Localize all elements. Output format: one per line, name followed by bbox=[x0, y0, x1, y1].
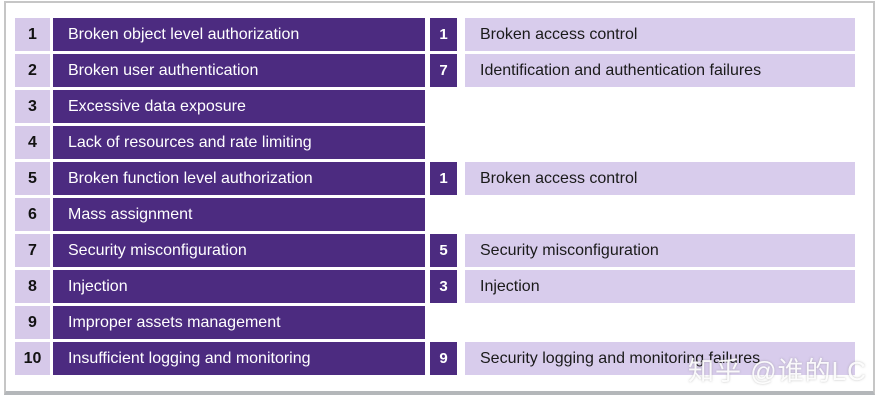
web-rank-cell: 1 bbox=[430, 18, 457, 51]
mapping-row: 8 Injection 3 Injection bbox=[15, 270, 855, 303]
api-item-bar: Improper assets management bbox=[53, 306, 425, 339]
api-item-bar: Insufficient logging and monitoring bbox=[53, 342, 425, 375]
web-item-bar: Injection bbox=[465, 270, 855, 303]
api-rank-cell: 2 bbox=[15, 54, 50, 87]
api-item-bar: Mass assignment bbox=[53, 198, 425, 231]
web-item-bar: Security logging and monitoring failures bbox=[465, 342, 855, 375]
mapping-row: 7 Security misconfiguration 5 Security m… bbox=[15, 234, 855, 267]
web-rank-cell: 3 bbox=[430, 270, 457, 303]
api-rank-cell: 3 bbox=[15, 90, 50, 123]
api-item-bar: Broken user authentication bbox=[53, 54, 425, 87]
api-item-bar: Broken function level authorization bbox=[53, 162, 425, 195]
mapping-row: 3 Excessive data exposure bbox=[15, 90, 855, 123]
api-rank-cell: 4 bbox=[15, 126, 50, 159]
mapping-row: 10 Insufficient logging and monitoring 9… bbox=[15, 342, 855, 375]
web-item-bar: Broken access control bbox=[465, 162, 855, 195]
mapping-row: 9 Improper assets management bbox=[15, 306, 855, 339]
mapping-row: 1 Broken object level authorization 1 Br… bbox=[15, 18, 855, 51]
web-rank-cell: 5 bbox=[430, 234, 457, 267]
web-rank-cell: 9 bbox=[430, 342, 457, 375]
web-rank-cell: 1 bbox=[430, 162, 457, 195]
api-rank-cell: 5 bbox=[15, 162, 50, 195]
mapping-table: 1 Broken object level authorization 1 Br… bbox=[15, 18, 855, 378]
api-item-bar: Injection bbox=[53, 270, 425, 303]
mapping-row: 4 Lack of resources and rate limiting bbox=[15, 126, 855, 159]
web-item-bar: Broken access control bbox=[465, 18, 855, 51]
api-rank-cell: 6 bbox=[15, 198, 50, 231]
api-item-bar: Excessive data exposure bbox=[53, 90, 425, 123]
api-rank-cell: 10 bbox=[15, 342, 50, 375]
web-rank-cell: 7 bbox=[430, 54, 457, 87]
mapping-row: 5 Broken function level authorization 1 … bbox=[15, 162, 855, 195]
api-item-bar: Security misconfiguration bbox=[53, 234, 425, 267]
api-rank-cell: 1 bbox=[15, 18, 50, 51]
api-rank-cell: 9 bbox=[15, 306, 50, 339]
api-item-bar: Lack of resources and rate limiting bbox=[53, 126, 425, 159]
mapping-row: 6 Mass assignment bbox=[15, 198, 855, 231]
web-item-bar: Security misconfiguration bbox=[465, 234, 855, 267]
web-item-bar: Identification and authentication failur… bbox=[465, 54, 855, 87]
mapping-row: 2 Broken user authentication 7 Identific… bbox=[15, 54, 855, 87]
api-item-bar: Broken object level authorization bbox=[53, 18, 425, 51]
api-rank-cell: 8 bbox=[15, 270, 50, 303]
api-rank-cell: 7 bbox=[15, 234, 50, 267]
